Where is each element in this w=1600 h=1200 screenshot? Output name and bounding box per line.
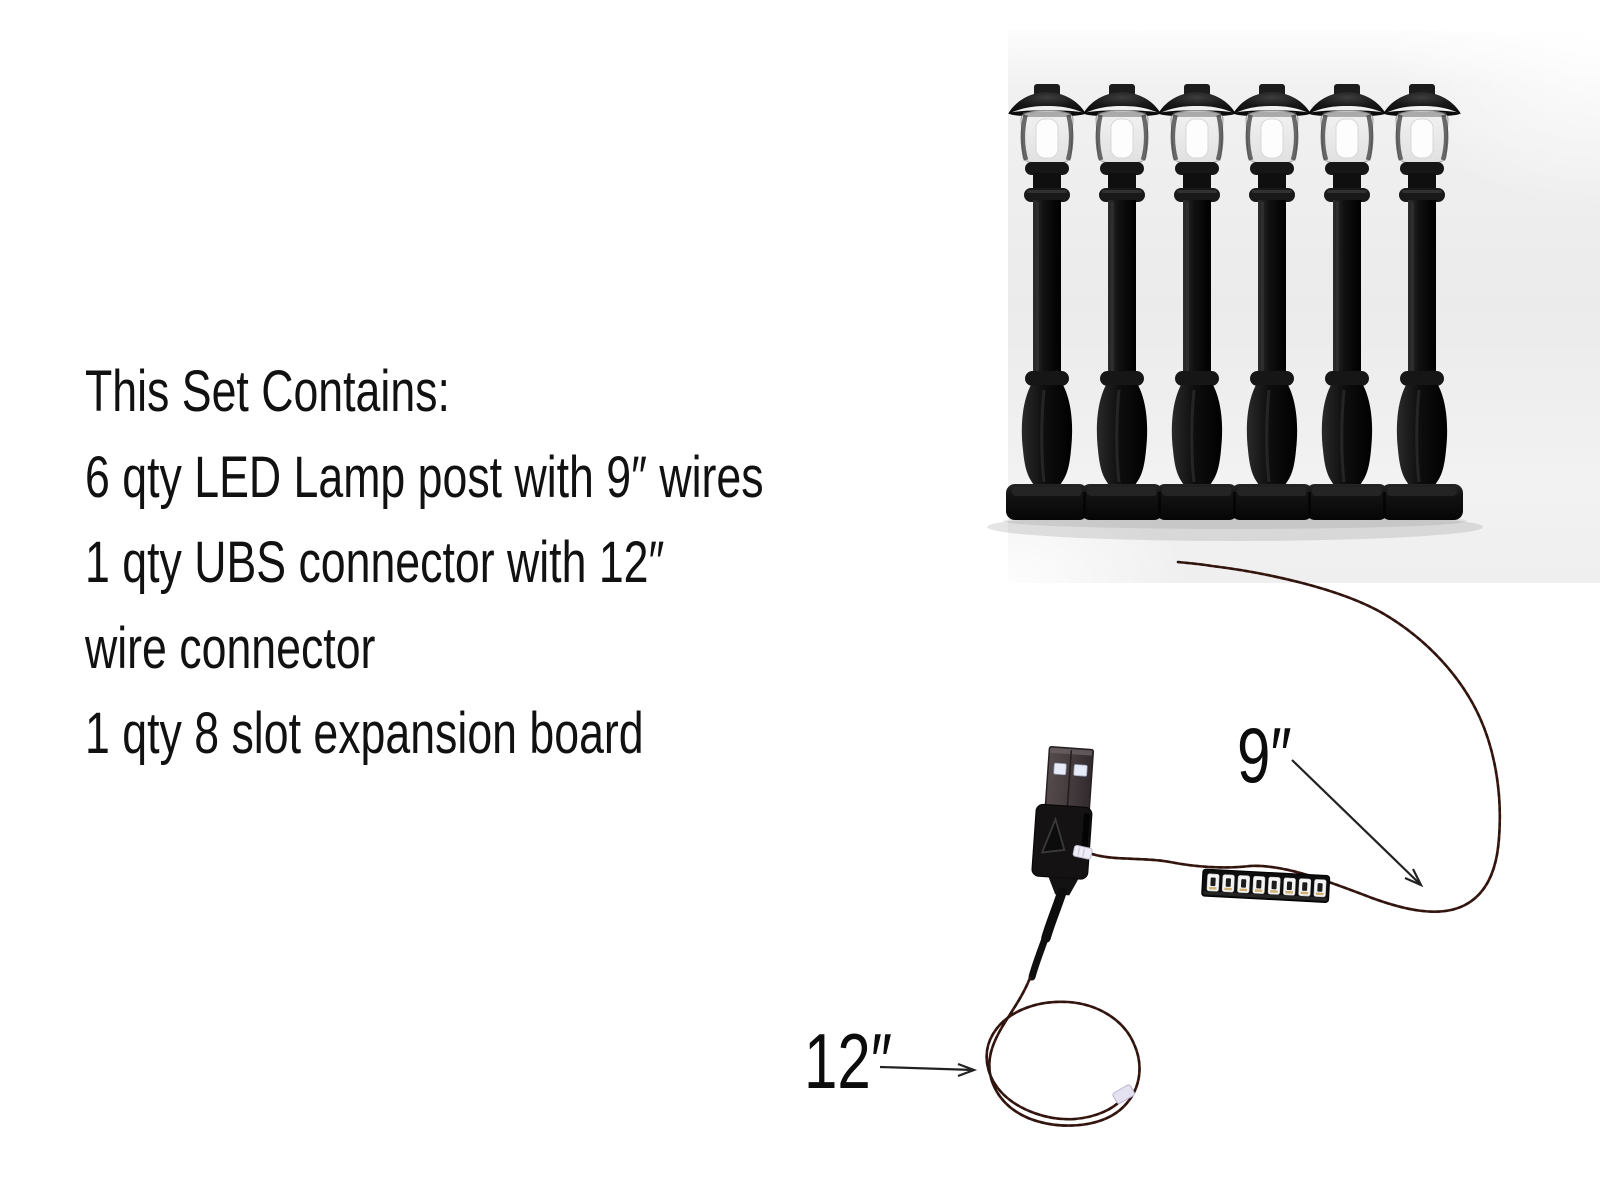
wire-plug-connector	[1072, 844, 1093, 860]
lamp-post-photo	[987, 30, 1600, 583]
usb-connector	[1031, 746, 1095, 896]
board-slot	[1298, 878, 1312, 897]
base-seam	[1233, 492, 1236, 518]
board-slot	[1313, 879, 1327, 898]
usb-contact-window	[1073, 764, 1088, 777]
wire-length-label-9in: 9″	[1237, 711, 1292, 799]
usb-logo-triangle	[1040, 816, 1066, 854]
base-seams	[1083, 492, 1386, 518]
base-seam	[1308, 492, 1311, 518]
base-seam	[1158, 492, 1161, 518]
base-seam	[1083, 492, 1086, 518]
board-slot	[1252, 875, 1266, 894]
wire-length-label-12in: 12″	[804, 1017, 893, 1105]
contents-list: This Set Contains: 6 qty LED Lamp post w…	[85, 349, 764, 777]
contents-item: 1 qty 8 slot expansion board	[85, 701, 644, 767]
contents-item: wire connector	[85, 615, 376, 681]
contents-item: 6 qty LED Lamp post with 9″ wires	[85, 444, 764, 510]
contents-item: 1 qty UBS connector with 12″	[85, 530, 665, 596]
base-seam	[1383, 492, 1386, 518]
arrow-9in	[1291, 759, 1424, 888]
usb-contact-window	[1053, 762, 1067, 776]
contents-title: This Set Contains:	[85, 359, 450, 424]
board-slot	[1206, 873, 1220, 892]
usb-cable-lower	[1028, 926, 1052, 981]
arrow-12in	[879, 1062, 978, 1078]
board-slot	[1237, 875, 1250, 894]
usb-wire-12in	[985, 976, 1141, 1127]
board-slot	[1221, 874, 1235, 893]
board-slot	[1283, 877, 1296, 896]
usb-wiring-photo	[879, 560, 1502, 1127]
board-slot	[1267, 876, 1281, 895]
lamp-wire-9in	[1090, 560, 1502, 913]
expansion-board	[1201, 868, 1331, 903]
wire-end-connector	[1112, 1084, 1135, 1104]
